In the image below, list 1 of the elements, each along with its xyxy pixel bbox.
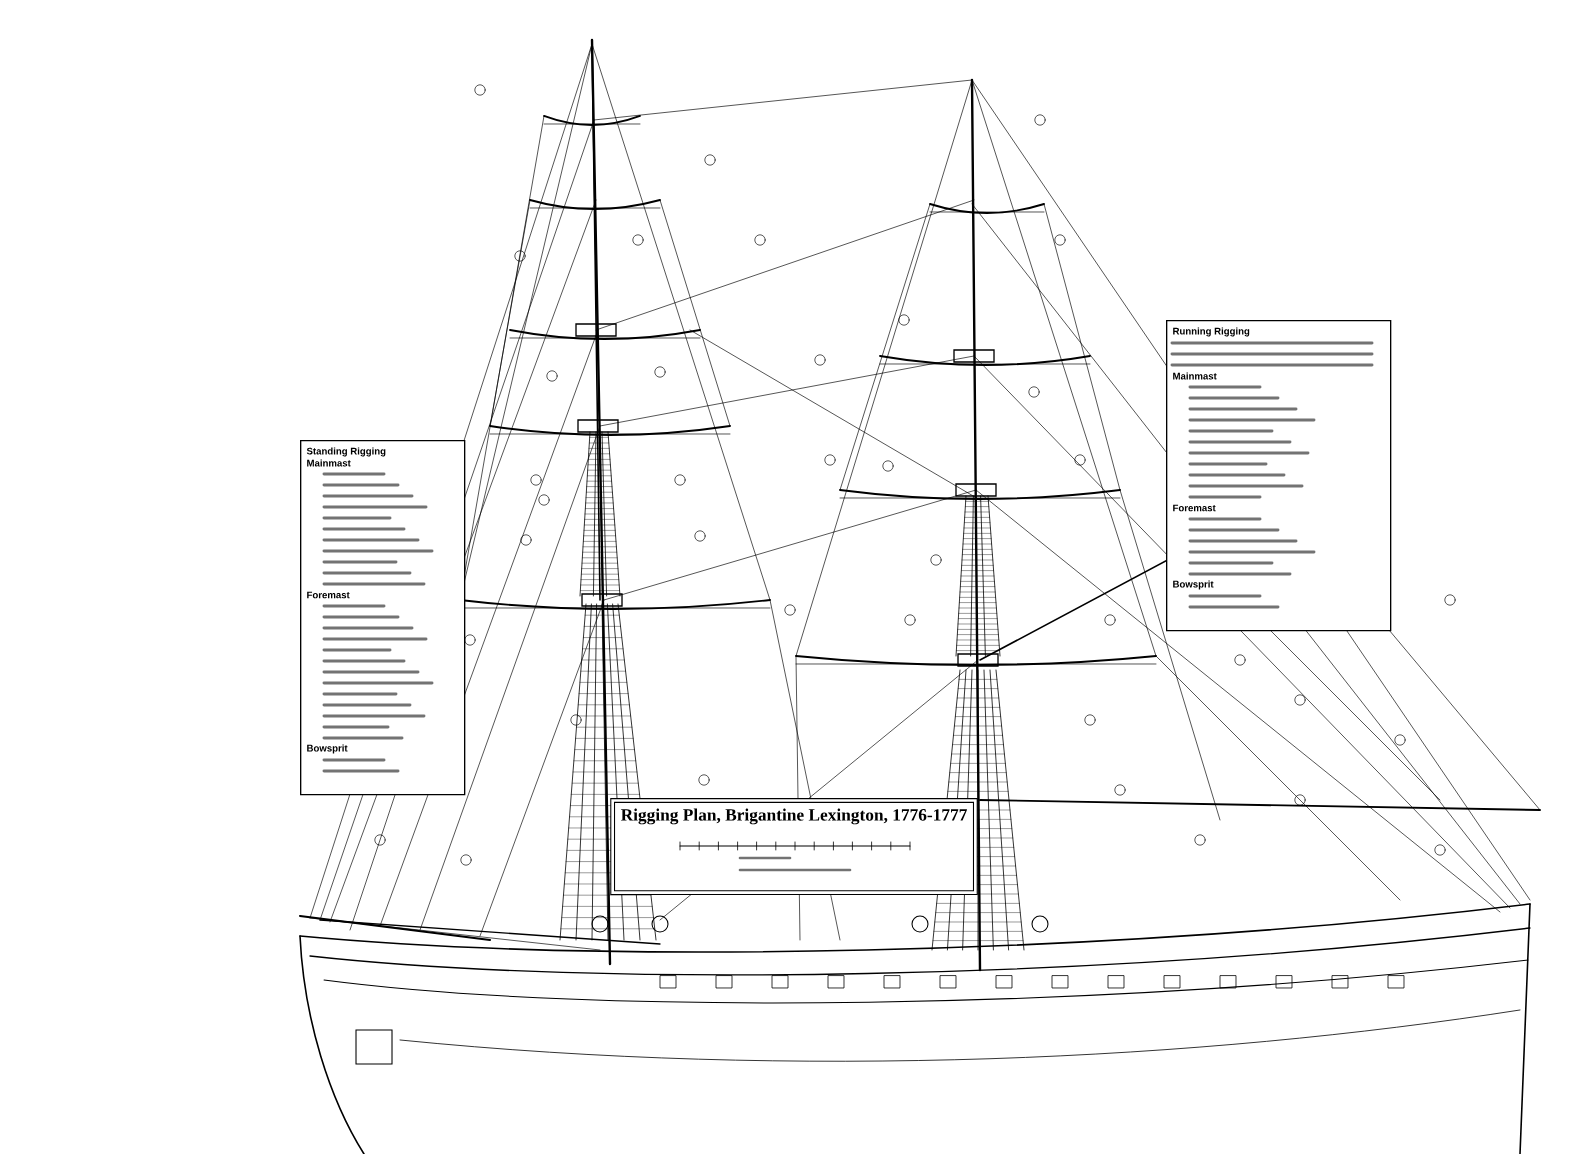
title-box: Rigging Plan, Brigantine Lexington, 1776-1777 xyxy=(610,798,978,895)
